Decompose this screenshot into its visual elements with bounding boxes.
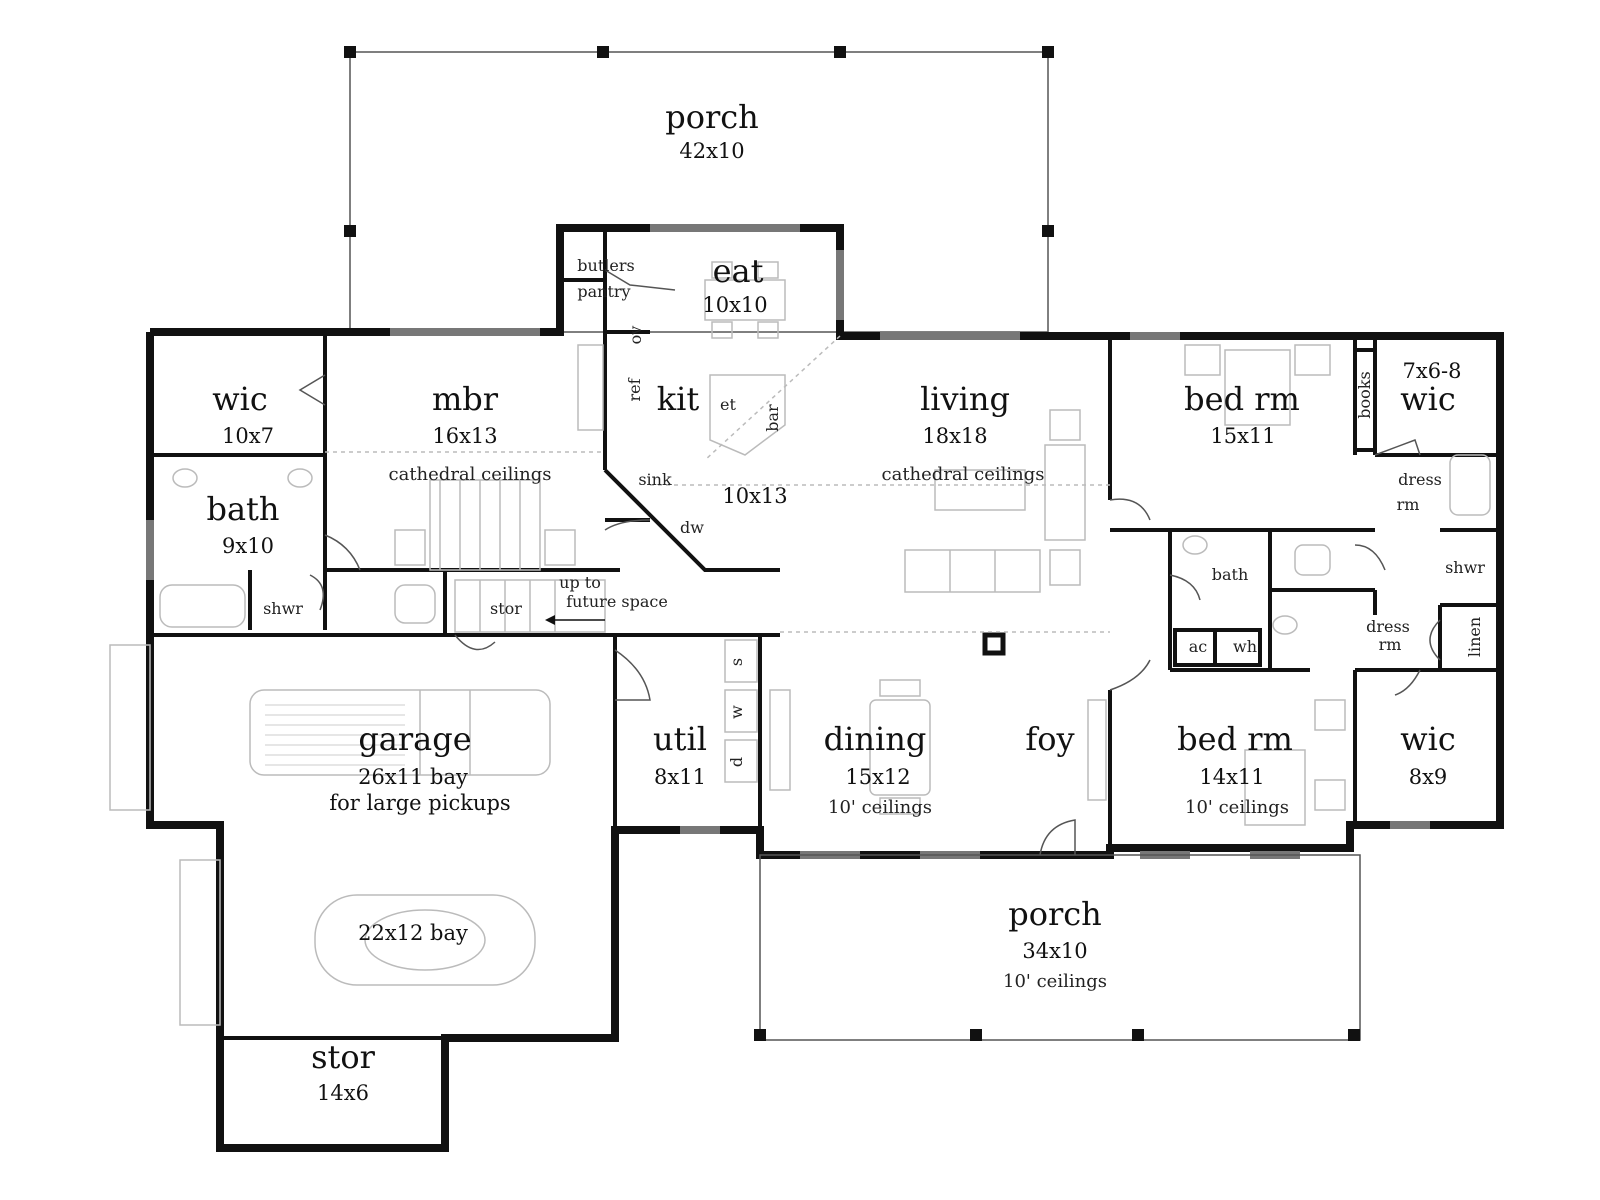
furniture [109, 261, 1491, 1026]
foy-name: foy [1025, 720, 1074, 758]
wic-master-name: wic [212, 380, 268, 418]
future-line1: up to [559, 573, 601, 592]
dining-dim: 15x12 [845, 765, 910, 789]
stor-garage-name: stor [311, 1038, 376, 1076]
kit-name: kit [657, 380, 700, 418]
et-label: et [720, 395, 736, 414]
dress2-line1: dress [1366, 617, 1410, 636]
bath-hall-name: bath [1212, 565, 1249, 584]
mbr-name: mbr [432, 380, 499, 418]
bay2-dim: 22x12 bay [358, 921, 468, 945]
living-note: cathedral ceilings [882, 464, 1045, 485]
mbr-note: cathedral ceilings [389, 464, 552, 485]
sink-label: sink [638, 470, 672, 489]
oven-label: ov [626, 326, 645, 345]
butlers-line2: pantry [577, 282, 630, 301]
bath-master-dim: 9x10 [222, 534, 274, 558]
bed1-name: bed rm [1184, 380, 1300, 418]
ac-name: ac [1189, 637, 1208, 656]
bed2-name: bed rm [1177, 720, 1293, 758]
dining-note: 10' ceilings [828, 797, 932, 818]
kit-dim: 10x13 [722, 484, 787, 508]
labels: porch 42x10 eat 10x10 butlers pantry wic… [206, 98, 1485, 1105]
stor-garage-dim: 14x6 [317, 1081, 369, 1105]
rear-porch [344, 46, 1054, 333]
bed2-note: 10' ceilings [1185, 797, 1289, 818]
porch-rear-name: porch [665, 98, 759, 136]
ref-label: ref [625, 377, 644, 401]
wic-bed1-name: wic [1400, 380, 1456, 418]
living-dim: 18x18 [922, 424, 987, 448]
dress2-line2: rm [1379, 635, 1402, 654]
dryer-label: d [727, 757, 746, 767]
exterior-walls [146, 224, 1504, 1152]
dress1-line1: dress [1398, 470, 1442, 489]
porch-front-dim: 34x10 [1022, 939, 1087, 963]
mbr-dim: 16x13 [432, 424, 497, 448]
front-porch [754, 854, 1361, 1041]
eat-name: eat [713, 252, 764, 290]
porch-front-name: porch [1008, 895, 1102, 933]
wic-bed1-dim: 7x6-8 [1402, 359, 1461, 383]
porch-front-note: 10' ceilings [1003, 971, 1107, 992]
ceiling-lines [325, 335, 1110, 633]
dining-name: dining [824, 720, 927, 758]
wic-bed2-name: wic [1400, 720, 1456, 758]
living-name: living [920, 380, 1010, 418]
garage-name: garage [358, 720, 471, 758]
shwr-master-name: shwr [263, 599, 303, 618]
dw-label: dw [680, 518, 704, 537]
bed2-dim: 14x11 [1199, 765, 1264, 789]
column [982, 632, 1006, 656]
doors [298, 269, 1441, 856]
bar-label: bar [763, 404, 782, 432]
interior-walls [150, 228, 1500, 848]
garage-dim: 26x11 bay [358, 765, 468, 789]
books-name: books [1355, 371, 1374, 418]
linen-name: linen [1465, 617, 1484, 657]
washer-label: w [727, 705, 746, 719]
stor-hall-name: stor [490, 599, 522, 618]
bath-master-name: bath [206, 490, 279, 528]
sink-util-label: s [727, 658, 746, 666]
eat-dim: 10x10 [702, 293, 767, 317]
wic-bed2-dim: 8x9 [1409, 765, 1448, 789]
bed1-dim: 15x11 [1210, 424, 1275, 448]
util-name: util [653, 720, 707, 758]
porch-rear-dim: 42x10 [679, 139, 744, 163]
hall-boxes [1173, 348, 1377, 667]
dress1-line2: rm [1397, 495, 1420, 514]
future-line2: future space [566, 592, 668, 611]
wic-master-dim: 10x7 [222, 424, 274, 448]
shwr-hall-name: shwr [1445, 558, 1485, 577]
butlers-line1: butlers [577, 256, 634, 275]
wh-name: wh [1233, 637, 1257, 656]
garage-note: for large pickups [329, 791, 510, 815]
util-dim: 8x11 [654, 765, 706, 789]
